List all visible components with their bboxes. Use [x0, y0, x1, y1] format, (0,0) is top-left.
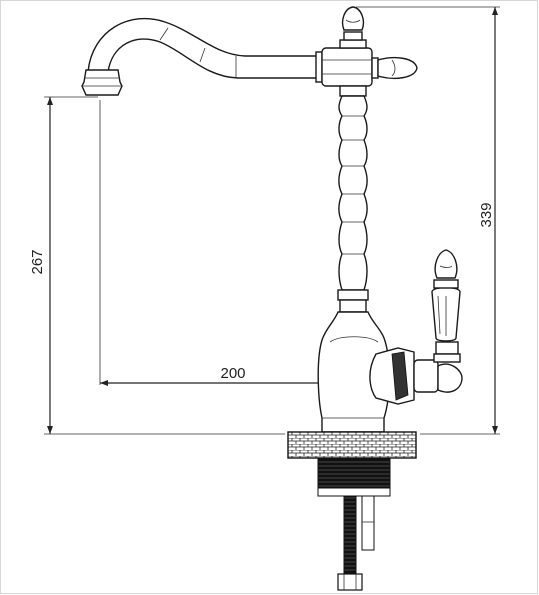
supply-hoses — [337, 495, 375, 591]
dim-label-spout-height: 267 — [29, 249, 46, 274]
faucet-spout — [81, 17, 319, 96]
countertop — [287, 431, 417, 459]
faucet-base-body — [317, 311, 390, 433]
faucet-head — [315, 6, 418, 87]
mounting-base — [317, 457, 391, 497]
dimension-spout-height: 267 — [29, 96, 285, 435]
dim-label-spout-reach: 200 — [220, 365, 245, 382]
faucet-column — [337, 85, 369, 319]
side-lever-handle — [369, 249, 463, 405]
dimension-spout-reach: 200 — [99, 100, 353, 436]
dimension-total-height: 339 — [356, 6, 500, 435]
dim-label-total-height: 339 — [478, 202, 495, 227]
